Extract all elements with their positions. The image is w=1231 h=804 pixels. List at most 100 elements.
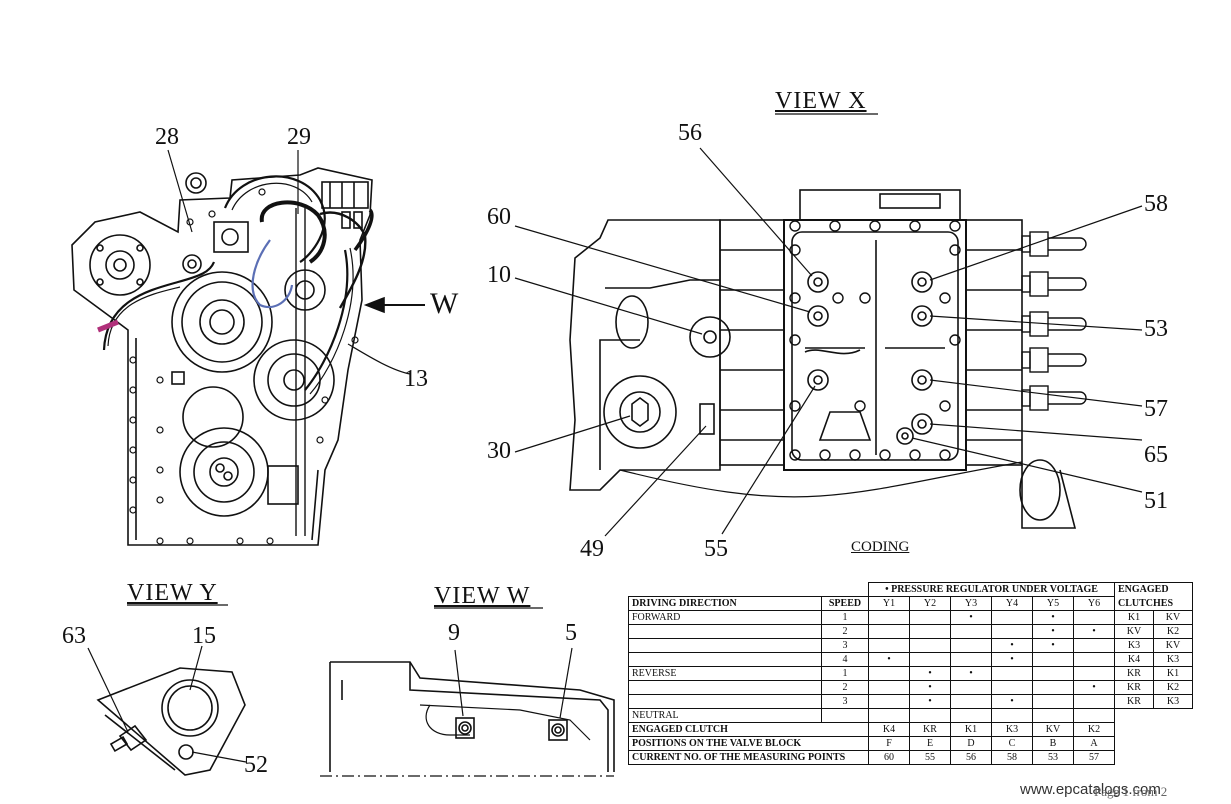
measuring-point-value: 53 <box>1032 750 1074 765</box>
row-clutch-1: K3 <box>1114 638 1154 653</box>
position-value: A <box>1073 736 1115 751</box>
row-direction <box>628 652 822 667</box>
row-speed <box>821 708 869 723</box>
measuring-point-value: 58 <box>991 750 1033 765</box>
engaged-clutch-value: K4 <box>868 722 910 737</box>
row-y1-cell <box>868 680 910 695</box>
callout-15: 15 <box>192 623 216 649</box>
row-y5-cell: • <box>1032 624 1074 639</box>
row-y4-cell <box>991 666 1033 681</box>
row-speed: 1 <box>821 666 869 681</box>
col-y6: Y6 <box>1073 596 1115 611</box>
row-direction <box>628 680 822 695</box>
measuring-point-value: 56 <box>950 750 992 765</box>
row-direction: NEUTRAL <box>628 708 822 723</box>
engaged-clutch-value: KV <box>1032 722 1074 737</box>
row-y3-cell <box>950 680 992 695</box>
row-y4-cell: • <box>991 694 1033 709</box>
watermark: www.epcatalogs.com <box>1020 781 1161 798</box>
callout-58: 58 <box>1144 191 1168 217</box>
view-y-drawing <box>87 604 247 776</box>
row-y2-cell: • <box>909 694 951 709</box>
row-clutch-2: K2 <box>1153 680 1193 695</box>
row-direction: FORWARD <box>628 610 822 625</box>
measuring-point-value: 55 <box>909 750 951 765</box>
position-value: D <box>950 736 992 751</box>
engaged-clutch-value: K1 <box>950 722 992 737</box>
callout-60: 60 <box>487 204 511 230</box>
row-direction: REVERSE <box>628 666 822 681</box>
coding-table: • PRESSURE REGULATOR UNDER VOLTAGE ENGAG… <box>628 582 1193 765</box>
col-y2: Y2 <box>909 596 951 611</box>
callout-57: 57 <box>1144 396 1168 422</box>
row-y1-cell <box>868 624 910 639</box>
positions-label: POSITIONS ON THE VALVE BLOCK <box>628 736 869 751</box>
transmission-side-view <box>71 149 425 546</box>
row-clutch-2: K1 <box>1153 666 1193 681</box>
row-y3-cell <box>950 694 992 709</box>
row-y3-cell: • <box>950 610 992 625</box>
callout-29: 29 <box>287 124 311 150</box>
row-y3-cell: • <box>950 666 992 681</box>
row-y6-cell <box>1073 666 1115 681</box>
row-y5-cell <box>1032 652 1074 667</box>
view-w-arrow-label: W <box>430 287 459 320</box>
row-speed: 4 <box>821 652 869 667</box>
page-footer: Page 1 from 2 <box>1094 784 1168 799</box>
callout-51: 51 <box>1144 488 1168 514</box>
row-clutch-2: KV <box>1153 610 1193 625</box>
col-y3: Y3 <box>950 596 992 611</box>
row-clutch-2: K3 <box>1153 652 1193 667</box>
position-value: E <box>909 736 951 751</box>
row-clutch-1: K4 <box>1114 652 1154 667</box>
row-clutch-2: K3 <box>1153 694 1193 709</box>
row-y2-cell: • <box>909 680 951 695</box>
row-clutch-1: KV <box>1114 624 1154 639</box>
row-y1-cell <box>868 708 910 723</box>
coding-title: CODING <box>851 539 910 555</box>
row-speed: 2 <box>821 680 869 695</box>
callout-55: 55 <box>704 536 728 562</box>
row-y1-cell: • <box>868 652 910 667</box>
row-clutch-1: KR <box>1114 694 1154 709</box>
row-y5-cell: • <box>1032 638 1074 653</box>
row-y4-cell: • <box>991 652 1033 667</box>
row-y5-cell <box>1032 680 1074 695</box>
engaged-clutch-value: K2 <box>1073 722 1115 737</box>
row-y4-cell <box>991 708 1033 723</box>
coding-row: NEUTRAL <box>628 708 1193 723</box>
valve-block-view-x <box>514 113 1143 537</box>
row-y5-cell <box>1032 708 1074 723</box>
row-y2-cell <box>909 610 951 625</box>
col-speed: SPEED <box>821 596 869 611</box>
row-y3-cell <box>950 624 992 639</box>
row-y2-cell <box>909 638 951 653</box>
row-y1-cell <box>868 694 910 709</box>
row-y4-cell: • <box>991 638 1033 653</box>
row-y2-cell <box>909 708 951 723</box>
row-y6-cell <box>1073 652 1115 667</box>
view-x-title: VIEW X <box>775 88 867 114</box>
col-y4: Y4 <box>991 596 1033 611</box>
row-direction <box>628 624 822 639</box>
callout-56: 56 <box>678 120 702 146</box>
row-clutch-2: K2 <box>1153 624 1193 639</box>
engaged-clutch-value: KR <box>909 722 951 737</box>
col-y5: Y5 <box>1032 596 1074 611</box>
row-y1-cell <box>868 666 910 681</box>
row-y2-cell <box>909 652 951 667</box>
row-y4-cell <box>991 610 1033 625</box>
col-driving-direction: DRIVING DIRECTION <box>628 596 822 611</box>
callout-63: 63 <box>62 623 86 649</box>
row-y4-cell <box>991 680 1033 695</box>
row-clutch-1: KR <box>1114 666 1154 681</box>
position-value: C <box>991 736 1033 751</box>
callout-28: 28 <box>155 124 179 150</box>
row-y4-cell <box>991 624 1033 639</box>
